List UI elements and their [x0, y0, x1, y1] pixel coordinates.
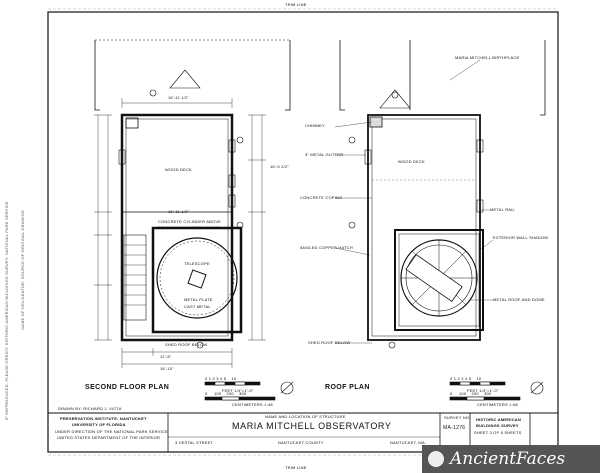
- callout-birthplace: MARIA MITCHELL BIRTHPLACE: [455, 55, 520, 60]
- scale-cm-right: CENTIMETERS 1:48: [477, 402, 518, 407]
- scale-cm-left: CENTIMETERS 1:48: [232, 402, 273, 407]
- watermark-logo-icon: [428, 451, 444, 467]
- callout-exterior-wall: EXTERIOR WALL SHADOW: [493, 235, 549, 240]
- trim-line-bottom: TRIM LINE: [285, 465, 307, 470]
- callout-cast-metal: CAST METAL: [184, 304, 211, 309]
- second-floor-plan-title: SECOND FLOOR PLAN: [85, 384, 170, 391]
- callout-beveled-concrete: BEVELED CONCRETE ABOVE: [158, 225, 220, 230]
- callout-wood-deck: WOOD DECK: [165, 167, 192, 172]
- callout-metal-gutter: 3" METAL GUTTER: [305, 152, 344, 157]
- scale-cm-ticks-left: 0 100 200 300: [205, 391, 247, 396]
- callout-shed-roof-right: SHED ROOF BELOW: [308, 340, 351, 345]
- structure-caption: NAME AND LOCATION OF STRUCTURE: [265, 414, 346, 419]
- county: NANTUCKET COUNTY: [278, 440, 324, 445]
- habs-line-2: BUILDINGS SURVEY: [476, 423, 519, 428]
- dim-mid-width: 16'-11 1/2": [168, 209, 189, 214]
- callout-shed-roof-left: SHED ROOF BELOW: [165, 342, 208, 347]
- structure-name: MARIA MITCHELL OBSERVATORY: [232, 421, 392, 431]
- org-line-4: UNITED STATES DEPARTMENT OF THE INTERIOR: [57, 435, 161, 440]
- roof-plan-title: ROOF PLAN: [325, 384, 370, 391]
- trim-line-top: TRIM LINE: [285, 2, 307, 7]
- org-line-2: UNIVERSITY OF FLORIDA: [72, 422, 126, 427]
- survey-caption: SURVEY NO.: [444, 415, 471, 420]
- address: 3 VESTAL STREET: [175, 440, 214, 445]
- town: NANTUCKET, MA.: [390, 440, 427, 445]
- dim-right-upper: 16'-9 1/2": [270, 164, 289, 169]
- scale-ticks-left: 0 1 2 3 4 5 10: [205, 376, 237, 381]
- callout-concrete-cylinder: CONCRETE CYLINDER ABOVE: [158, 219, 222, 224]
- callout-concrete-coping: CONCRETE COPING: [300, 195, 343, 200]
- second-floor-plan: [94, 39, 294, 401]
- watermark-badge: AncientFaces: [422, 445, 600, 473]
- callout-copper-hatch: ANGLED COPPER HATCH: [300, 245, 353, 250]
- callout-metal-rail: METAL RAIL: [490, 207, 515, 212]
- watermark-text: AncientFaces: [450, 449, 566, 469]
- callout-metal-plate: METAL PLATE: [184, 297, 213, 302]
- scale-feet-left: FEET 1/4"=1'-0": [222, 388, 254, 393]
- survey-number: MA-1276: [443, 425, 466, 431]
- drawn-by: DRAWN BY: RICHARD J. VICTA: [58, 406, 122, 411]
- dim-top-width: 16'-11 1/2": [168, 95, 189, 100]
- callout-wood-deck-roof: WOOD DECK: [398, 159, 425, 164]
- title-block: [47, 412, 559, 453]
- scale-feet-right: FEET 1/4"=1'-0": [467, 388, 499, 393]
- scale-cm-ticks-right: 0 100 200 300: [450, 391, 492, 396]
- callout-telescope: TELESCOPE: [184, 261, 210, 266]
- dim-bottom-1: 12'-8": [160, 354, 172, 359]
- scale-ticks-right: 0 1 2 3 4 5 10: [450, 376, 482, 381]
- org-line-1: PRESERVATION INSTITUTE: NANTUCKET: [60, 416, 147, 421]
- callout-metal-roof: METAL ROOF AND DOME: [493, 297, 545, 302]
- org-line-3: UNDER DIRECTION OF THE NATIONAL PARK SER…: [55, 429, 168, 434]
- habs-line-1: HISTORIC AMERICAN: [476, 417, 521, 422]
- dim-bottom-2: 16'-10": [160, 366, 174, 371]
- roof-plan: [334, 40, 546, 401]
- callout-chimney: CHIMNEY: [305, 123, 325, 128]
- sheet-number: SHEET 3 OF 6 SHEETS: [474, 430, 522, 435]
